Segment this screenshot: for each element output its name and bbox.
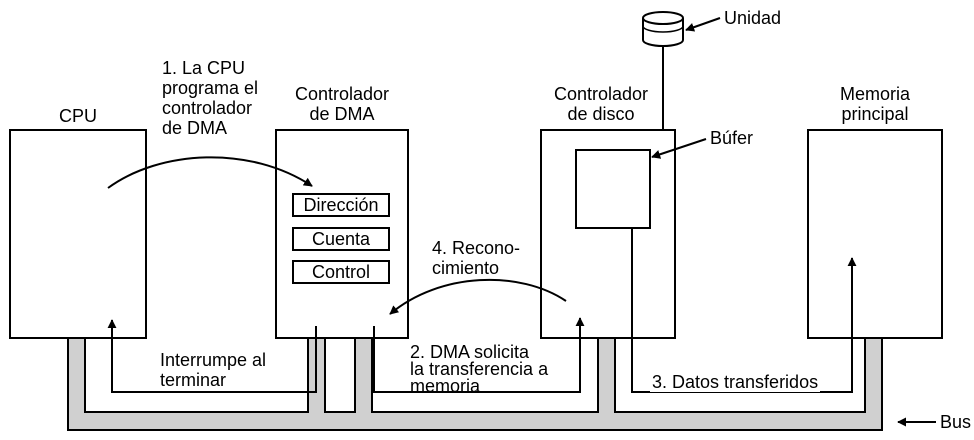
buffer-label-arrow: [651, 138, 707, 159]
step4-line1: 4. Recono-: [432, 238, 521, 258]
register-control: Control: [292, 260, 390, 284]
interrupt-label: Interrumpe al terminar: [160, 350, 266, 390]
cpu-label: CPU: [58, 106, 97, 126]
drive-label: Unidad: [724, 8, 782, 28]
step1-line2: programa el: [162, 78, 259, 98]
step3-label: 3. Datos transferidos: [650, 372, 821, 392]
step1-label: 1. La CPU programa el controlador de DMA: [162, 58, 258, 138]
step2-line3: memoria: [410, 376, 481, 396]
cpu-box: [9, 129, 147, 339]
buffer-box: [575, 149, 651, 229]
step3-arrow: [631, 228, 857, 393]
step1-arrow: [107, 156, 313, 189]
drive-label-arrow: [685, 17, 721, 32]
dma-label-line2: de DMA: [309, 104, 375, 124]
memory-label-line2: principal: [841, 104, 909, 124]
register-address: Dirección: [292, 193, 390, 217]
step1-line4: de DMA: [162, 118, 228, 138]
interrupt-line1: Interrumpe al: [160, 350, 267, 370]
disk-label-line1: Controlador: [553, 84, 649, 104]
step4-line2: cimiento: [432, 258, 500, 278]
bus-label: Bus: [940, 412, 972, 432]
disk-controller-label: Controlador de disco: [526, 84, 676, 124]
step4-arrow: [389, 278, 567, 315]
disk-cylinder-icon: [642, 11, 684, 47]
dma-label-line1: Controlador: [294, 84, 390, 104]
step2-line2: la transferencia a: [410, 359, 549, 379]
memory-box: [807, 129, 943, 339]
dma-controller-label: Controlador de DMA: [262, 84, 422, 124]
buffer-label: Búfer: [710, 128, 754, 148]
memory-label: Memoria principal: [800, 84, 950, 124]
step2-arrow: [373, 317, 585, 393]
register-count: Cuenta: [292, 227, 390, 251]
step1-line3: controlador: [162, 98, 253, 118]
disk-label-line2: de disco: [567, 104, 635, 124]
step1-line1: 1. La CPU: [162, 58, 246, 78]
interrupt-line2: terminar: [160, 370, 227, 390]
step2-label: 2. DMA solicita la transferencia a memor…: [410, 342, 549, 396]
step2-line1: 2. DMA solicita: [410, 342, 530, 362]
memory-label-line1: Memoria: [839, 84, 910, 104]
step4-label: 4. Recono- cimiento: [432, 238, 520, 278]
interrupt-arrow: [107, 319, 317, 393]
